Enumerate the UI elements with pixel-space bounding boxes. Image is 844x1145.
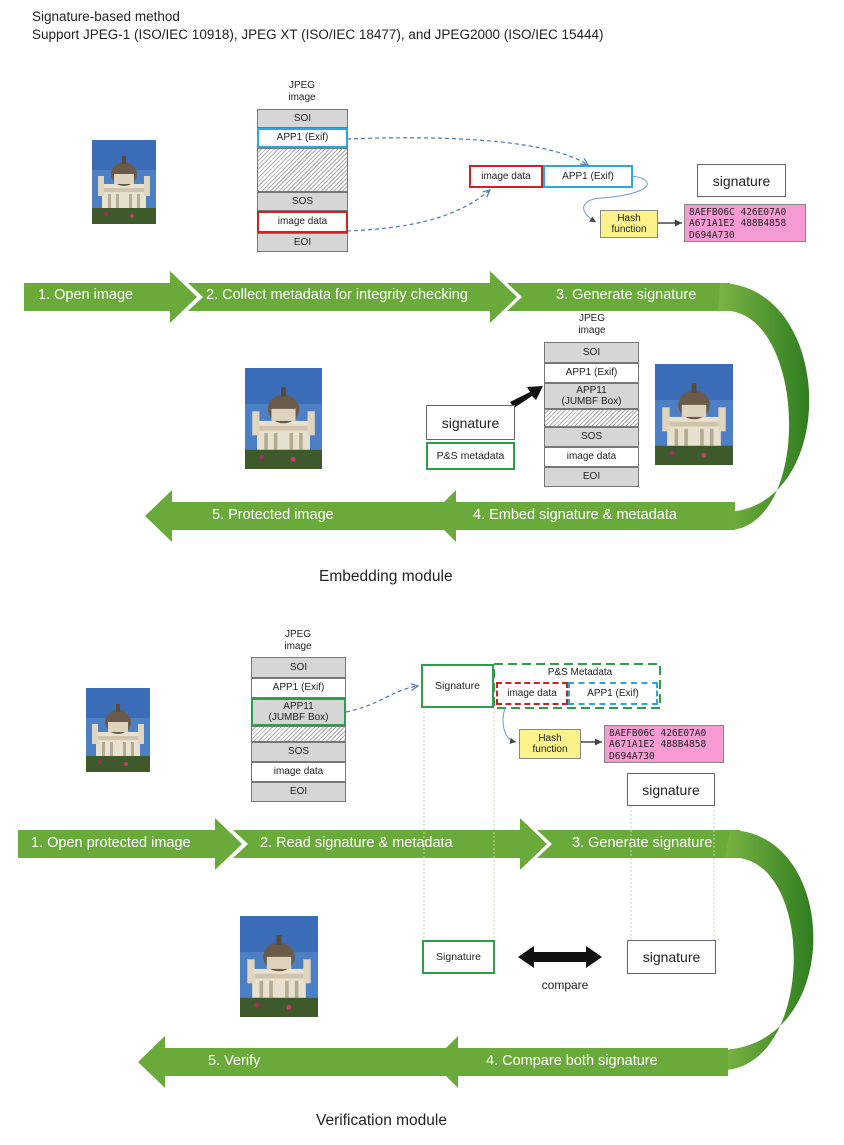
photo-original-image: [92, 140, 156, 224]
step-open-protected-image: 1. Open protected image: [31, 835, 191, 851]
header-title: Signature-based method: [32, 9, 180, 24]
jpeg3-block-hatched: [251, 726, 346, 742]
jpeg2-block-app11: APP11 (JUMBF Box): [544, 383, 639, 409]
flow-arrow-generate-signature: [507, 283, 730, 311]
photo-verified-image: [240, 916, 318, 1017]
jpeg3-block-sos: SOS: [251, 742, 346, 762]
jpeg3-block-eoi: EOI: [251, 782, 346, 802]
jpeg-title-verify: JPEG image: [284, 629, 312, 652]
step-embed-signature: 4. Embed signature & metadata: [473, 507, 677, 523]
ps-metadata-label: P&S Metadata: [547, 667, 613, 678]
jpeg-block-app1: APP1 (Exif): [257, 128, 348, 148]
flow-arrow-open-image: [24, 271, 197, 323]
signature-generated-embed: signature: [697, 164, 786, 197]
jpeg2-block-hatched: [544, 409, 639, 427]
compare-signature-right: signature: [627, 940, 716, 974]
photo-protected-input: [86, 688, 150, 772]
jpeg-block-image-data: image data: [257, 211, 348, 233]
flow-arrow-protected-image: [145, 490, 468, 542]
step-verify: 5. Verify: [208, 1053, 261, 1069]
step-collect-metadata: 2. Collect metadata for integrity checki…: [206, 287, 468, 303]
jpeg-block-soi: SOI: [257, 109, 348, 128]
connector-imagedata-to-collected: [346, 190, 490, 232]
ps-metadata-to-embed: P&S metadata: [426, 442, 515, 470]
step-read-signature: 2. Read signature & metadata: [260, 835, 453, 851]
flow-arrow-embed-signature: [430, 490, 735, 542]
connector-collected-to-hash: [583, 175, 648, 223]
caption-embedding-module: Embedding module: [319, 568, 453, 585]
caption-verification-module: Verification module: [316, 1112, 447, 1129]
flow-arrow-generate-signature-v: [537, 830, 740, 858]
step-compare-both: 4. Compare both signature: [486, 1053, 658, 1069]
flow-arrow-collect-metadata: [188, 271, 517, 323]
jpeg-block-hatched: [257, 148, 348, 192]
guide-lines: [423, 708, 715, 940]
embed-thick-arrow: [510, 386, 543, 408]
header-support-line: Support JPEG-1 (ISO/IEC 10918), JPEG XT …: [32, 27, 604, 42]
step-protected-image: 5. Protected image: [212, 507, 334, 523]
signature-to-embed: signature: [426, 405, 515, 440]
connector-app11-to-signature: [345, 686, 418, 713]
jpeg2-block-eoi: EOI: [544, 467, 639, 487]
verify-app1: APP1 (Exif): [568, 682, 658, 705]
compare-signature-left: Signature: [422, 940, 495, 974]
jpeg-block-sos: SOS: [257, 192, 348, 211]
jpeg3-block-app1: APP1 (Exif): [251, 678, 346, 698]
connector-metadata-to-hash: [502, 707, 517, 744]
signature-read: Signature: [421, 664, 494, 708]
hash-value-embed: 8AEFB06C 426E07A0 A671A1E2 488B4858 D694…: [684, 204, 806, 242]
ps-metadata-frame: [493, 663, 661, 709]
jpeg-title-embed-bottom: JPEG image: [578, 313, 606, 336]
signature-generated-verify: signature: [627, 773, 715, 806]
jpeg2-block-image-data: image data: [544, 447, 639, 467]
flow-arrow-read-signature: [233, 818, 547, 870]
flow-arrow-verify: [138, 1036, 470, 1088]
jpeg-title-embed-top: JPEG image: [288, 80, 316, 103]
connector-app1-to-collected: [346, 137, 588, 165]
photo-embedded-image: [655, 364, 733, 465]
step-generate-signature-v: 3. Generate signature: [572, 835, 713, 851]
hash-function-verify: Hash function: [519, 729, 581, 759]
jpeg3-block-image-data: image data: [251, 762, 346, 782]
flow-arrow-open-protected: [18, 818, 242, 870]
collected-image-data: image data: [469, 165, 543, 188]
jpeg2-block-app1: APP1 (Exif): [544, 363, 639, 383]
compare-double-arrow: [518, 946, 602, 968]
step-generate-signature: 3. Generate signature: [556, 287, 697, 303]
hash-value-verify: 8AEFB06C 426E07A0 A671A1E2 488B4858 D694…: [604, 725, 724, 763]
step-open-image: 1. Open image: [38, 287, 134, 303]
hash-function-embed: Hash function: [600, 210, 658, 238]
jpeg3-block-soi: SOI: [251, 657, 346, 678]
jpeg2-block-sos: SOS: [544, 427, 639, 447]
jpeg3-block-app11: APP11 (JUMBF Box): [251, 698, 346, 726]
verify-image-data: image data: [496, 682, 568, 705]
jpeg2-block-soi: SOI: [544, 342, 639, 363]
flow-arrow-compare: [432, 1036, 728, 1088]
compare-label: compare: [541, 978, 589, 992]
photo-protected-image: [245, 368, 322, 469]
collected-app1: APP1 (Exif): [543, 165, 633, 188]
jpeg-block-eoi: EOI: [257, 233, 348, 252]
flow-curve-embedding: [718, 283, 810, 530]
flow-curve-verification: [722, 830, 814, 1070]
